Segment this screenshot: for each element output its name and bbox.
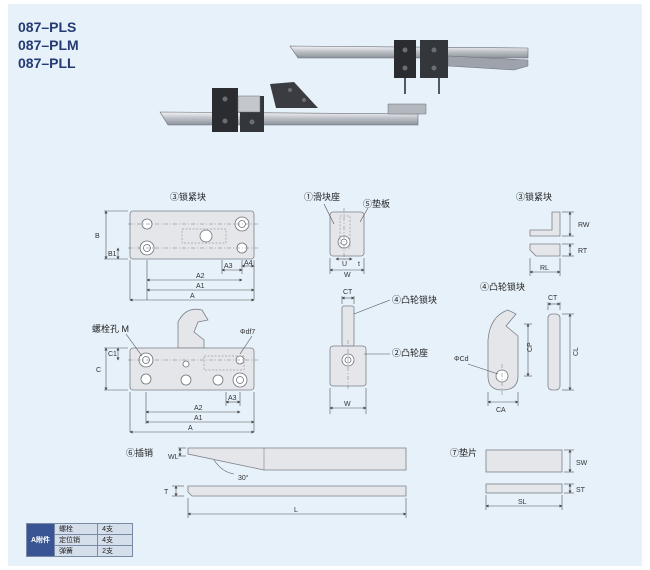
dim-A2: A2 <box>196 273 205 280</box>
dim-A3-assembly: A3 <box>228 395 237 402</box>
assembly-hole <box>236 376 244 384</box>
assembly-hole <box>140 373 152 385</box>
model-code-pll: 087–PLL <box>18 55 76 71</box>
shim-top-view <box>485 449 563 473</box>
dim-A4: A4 <box>244 260 253 267</box>
dim-WL: WL <box>168 454 179 461</box>
dim-A1-assembly: A1 <box>194 415 203 422</box>
dim-RW: RW <box>578 222 590 229</box>
dim-CP: CP <box>527 342 534 352</box>
dim-CA: CA <box>496 407 506 414</box>
dim-A-assembly: A <box>188 425 193 432</box>
dim-t: t <box>358 261 360 268</box>
model-code-plm: 087–PLM <box>18 37 79 53</box>
dim-SL: SL <box>518 499 527 506</box>
dim-B: B <box>95 233 100 240</box>
dim-C: C <box>96 367 101 374</box>
drawing-sheet: 087–PLS 087–PLM 087–PLL <box>8 4 642 566</box>
dim-CL: CL <box>573 347 580 356</box>
shim-side-view <box>485 483 563 494</box>
model-code-pls: 087–PLS <box>18 19 77 35</box>
lock-block-side-view <box>529 211 561 237</box>
cam-lock-front-view <box>487 309 519 391</box>
assembly-hole <box>182 360 190 368</box>
model-codes: 087–PLS 087–PLM 087–PLL <box>18 18 79 72</box>
bolt-hole-label: 螺栓孔 M <box>92 323 129 334</box>
cam-lock-label: ④凸轮锁块 <box>392 294 437 305</box>
angle-label: 30° <box>238 474 249 482</box>
cam-base-label: ②凸轮座 <box>392 347 428 358</box>
lock-block-side-view-lower <box>529 243 561 257</box>
accessories-table: A附件 螺栓 4支 定位销 4支 弹簧 2支 <box>25 523 134 557</box>
phi-df7-label: Φdf7 <box>240 329 255 336</box>
accessories-header: A附件 <box>25 523 56 557</box>
dim-L: L <box>294 507 298 514</box>
slider-base-label: ①滑块座 <box>304 191 340 202</box>
accessory-qty: 2支 <box>97 545 134 557</box>
dim-W-slider: W <box>344 272 351 279</box>
shim-label: ⑦垫片 <box>450 447 477 458</box>
insert-pin-side-view <box>187 485 407 497</box>
dim-A1: A1 <box>196 283 205 290</box>
product-photo <box>159 40 529 132</box>
dim-CT-right: CT <box>548 295 558 302</box>
lock-block-right-label: ③锁紧块 <box>516 191 552 202</box>
dim-RL: RL <box>540 265 549 272</box>
cam-lock-right-label: ④凸轮锁块 <box>480 281 525 292</box>
cam-lock-side-narrow <box>547 313 561 391</box>
accessory-qty: 4支 <box>97 523 134 535</box>
cam-hook-view <box>177 308 209 349</box>
lock-block-top-label: ③锁紧块 <box>170 191 206 202</box>
accessory-name: 定位销 <box>54 534 99 546</box>
assembly-hole <box>180 374 192 386</box>
insert-pin-top-view <box>187 447 407 471</box>
lock-block-hole <box>199 229 213 243</box>
dim-U: U <box>342 261 347 268</box>
accessory-qty: 4支 <box>97 534 134 546</box>
lock-block-top-view <box>129 210 255 260</box>
dim-SW: SW <box>576 460 588 467</box>
dim-CT-center: CT <box>343 289 353 296</box>
dim-C1: C1 <box>108 351 117 358</box>
phi-cd-label: ΦCd <box>454 356 469 363</box>
insert-pin-label: ⑥插销 <box>126 447 153 458</box>
dim-T: T <box>164 489 169 496</box>
assembly-hole <box>212 374 224 386</box>
technical-drawing: ③锁紧块 B B1 A3 A4 A2 A1 A ①滑块座 <box>92 40 590 518</box>
pad-plate-label: ⑤垫板 <box>363 198 390 209</box>
dim-W-cam: W <box>344 401 351 408</box>
dim-RT: RT <box>578 248 588 255</box>
dim-A2-assembly: A2 <box>194 405 203 412</box>
slider-base-view <box>329 211 365 257</box>
accessory-name: 弹簧 <box>54 545 99 557</box>
dim-A3: A3 <box>224 263 233 270</box>
dim-B1: B1 <box>108 251 117 258</box>
accessory-name: 螺栓 <box>54 523 99 535</box>
dim-A: A <box>190 293 195 300</box>
dim-ST: ST <box>576 487 586 494</box>
